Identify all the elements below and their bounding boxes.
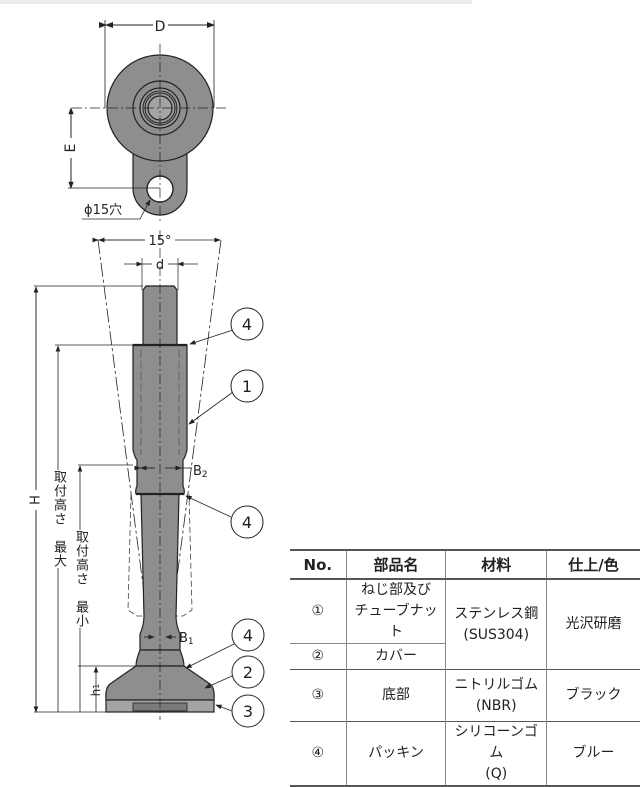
callout-4-top: 4 bbox=[189, 307, 264, 345]
header-name: 部品名 bbox=[345, 550, 446, 579]
callout-4-bottom: 4 bbox=[185, 618, 265, 669]
dim-b2-label: B2 bbox=[193, 464, 208, 480]
table-row: ③ 底部 ニトリルゴム(NBR) ブラック bbox=[290, 669, 640, 722]
row-part-name: パッキン bbox=[345, 721, 446, 786]
dim-d-label: D bbox=[155, 19, 166, 35]
svg-text:4: 4 bbox=[242, 315, 252, 334]
row-material: ニトリルゴム(NBR) bbox=[445, 669, 547, 722]
mount-height-max-label: 取付高さ 最大 bbox=[50, 470, 66, 568]
row-no: ③ bbox=[311, 687, 325, 703]
callout-2: 2 bbox=[204, 655, 265, 689]
top-scroll-edge bbox=[0, 0, 472, 4]
technical-drawing: D E ϕ15穴 15° bbox=[29, 19, 265, 728]
row-finish: 光沢研磨 bbox=[545, 579, 640, 670]
header-finish: 仕上/色 bbox=[545, 550, 640, 579]
table-row: ① ねじ部及びチューブナット ステンレス鋼(SUS304) 光沢研磨 bbox=[290, 579, 640, 670]
row-part-name: ねじ部及びチューブナット bbox=[345, 579, 446, 644]
row-no: ④ bbox=[311, 745, 325, 761]
row-material: ステンレス鋼(SUS304) bbox=[445, 579, 547, 670]
svg-text:2: 2 bbox=[243, 663, 253, 682]
svg-text:1: 1 bbox=[242, 377, 252, 396]
header-material: 材料 bbox=[445, 550, 547, 579]
row-part-name: 底部 bbox=[345, 669, 446, 722]
callout-3: 3 bbox=[215, 694, 265, 728]
row-finish: ブラック bbox=[545, 669, 640, 722]
side-view: 15° d B2 bbox=[29, 230, 265, 728]
table-row: ④ パッキン シリコーンゴム(Q) ブルー bbox=[290, 721, 640, 786]
dim-b1-label: B1 bbox=[179, 631, 194, 647]
row-no: ① bbox=[311, 603, 325, 619]
mount-height-min-label: 取付高さ 最小 bbox=[72, 530, 88, 628]
top-view: D E ϕ15穴 bbox=[63, 19, 226, 222]
dim-e-label: E bbox=[63, 144, 79, 153]
svg-text:4: 4 bbox=[242, 513, 252, 532]
callout-1: 1 bbox=[188, 369, 264, 425]
dim-h1-label: h1 bbox=[89, 684, 103, 697]
header-no: No. bbox=[303, 555, 333, 574]
hole-label: ϕ15穴 bbox=[84, 203, 122, 218]
parts-table: No. 部品名 材料 仕上/色 ① ねじ部及びチューブナット ステンレス鋼(SU… bbox=[290, 549, 640, 787]
dim-h-label: H bbox=[29, 495, 44, 505]
row-material: シリコーンゴム(Q) bbox=[445, 721, 547, 786]
callout-4-mid: 4 bbox=[185, 495, 264, 539]
row-part-name: カバー bbox=[345, 643, 446, 670]
dim-d-small-label: d bbox=[156, 258, 164, 273]
svg-text:4: 4 bbox=[243, 626, 253, 645]
table-row: ② カバー bbox=[290, 643, 640, 670]
angle-label: 15° bbox=[148, 234, 171, 249]
row-finish: ブルー bbox=[545, 721, 640, 786]
table-header-row: No. 部品名 材料 仕上/色 bbox=[290, 550, 640, 579]
svg-text:3: 3 bbox=[243, 702, 253, 721]
row-no: ② bbox=[311, 648, 325, 664]
